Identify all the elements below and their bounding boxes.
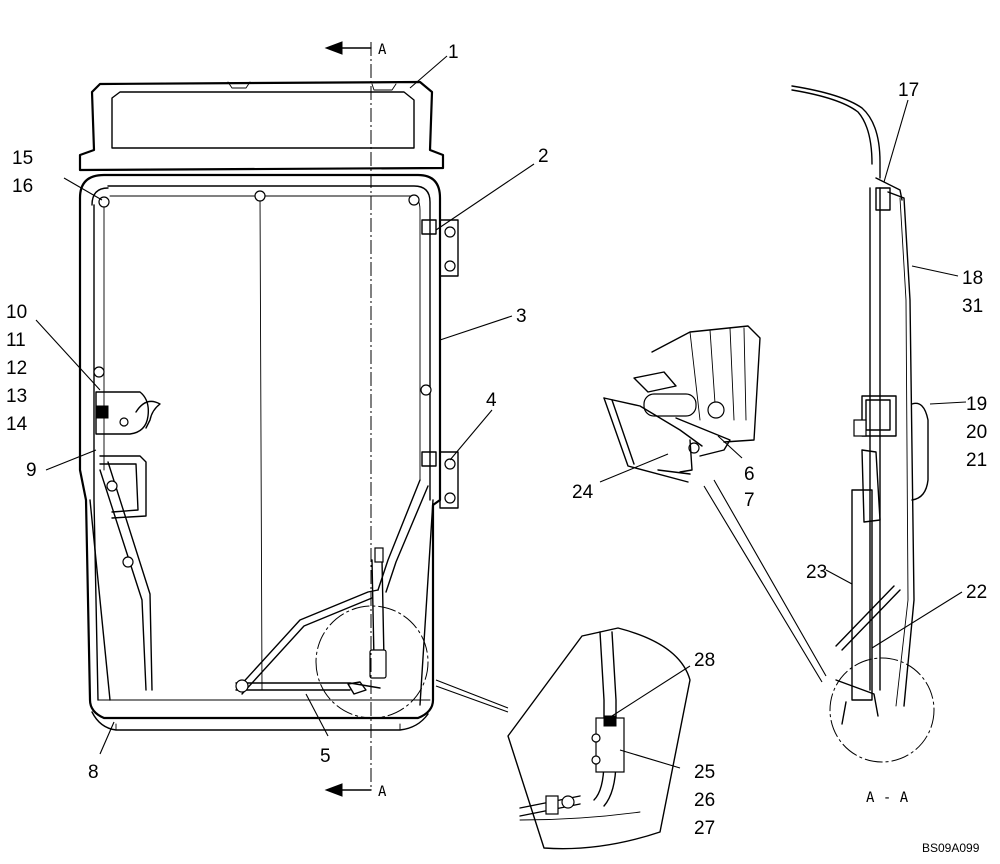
callout-31: 31	[962, 296, 983, 317]
callout-18: 18	[962, 268, 983, 289]
callout-19: 19	[966, 394, 987, 415]
section-marker-bottom: A	[378, 784, 387, 800]
callout-11: 11	[6, 330, 26, 351]
callout-25: 25	[694, 762, 715, 783]
section-line-a	[324, 41, 372, 797]
callout-26: 26	[694, 790, 715, 811]
latch-detail-view	[603, 325, 761, 483]
callout-8: 8	[88, 762, 99, 783]
callout-15: 15	[12, 148, 33, 169]
callout-5: 5	[320, 746, 331, 767]
callout-24: 24	[572, 482, 594, 503]
callout-10: 10	[6, 302, 27, 323]
callout-2: 2	[538, 146, 549, 167]
section-marker-top: A	[378, 42, 387, 58]
callout-12: 12	[6, 358, 27, 379]
callout-22: 22	[966, 582, 987, 603]
callout-13: 13	[6, 386, 27, 407]
callout-17: 17	[898, 80, 919, 101]
callout-labels: 1 2 3 4 5 6 7 8 9 10 11 12 13 14 15 16 1…	[6, 42, 987, 839]
leader-lines	[35, 55, 967, 769]
callout-7: 7	[744, 490, 755, 511]
callout-14: 14	[6, 414, 28, 435]
section-view-label: A - A	[866, 790, 909, 806]
callout-4: 4	[486, 390, 497, 411]
callout-6: 6	[744, 464, 755, 485]
callout-27: 27	[694, 818, 715, 839]
callout-1: 1	[448, 42, 459, 63]
callout-16: 16	[12, 176, 33, 197]
callout-28: 28	[694, 650, 715, 671]
callout-23: 23	[806, 562, 827, 583]
door-section-view	[703, 85, 935, 763]
callout-21: 21	[966, 450, 987, 471]
drawing-reference-number: BS09A099	[922, 841, 980, 855]
callout-20: 20	[966, 422, 987, 443]
callout-9: 9	[26, 460, 37, 481]
door-front-view	[78, 80, 459, 731]
callout-3: 3	[516, 306, 527, 327]
rod-connection-detail-view	[435, 627, 691, 850]
